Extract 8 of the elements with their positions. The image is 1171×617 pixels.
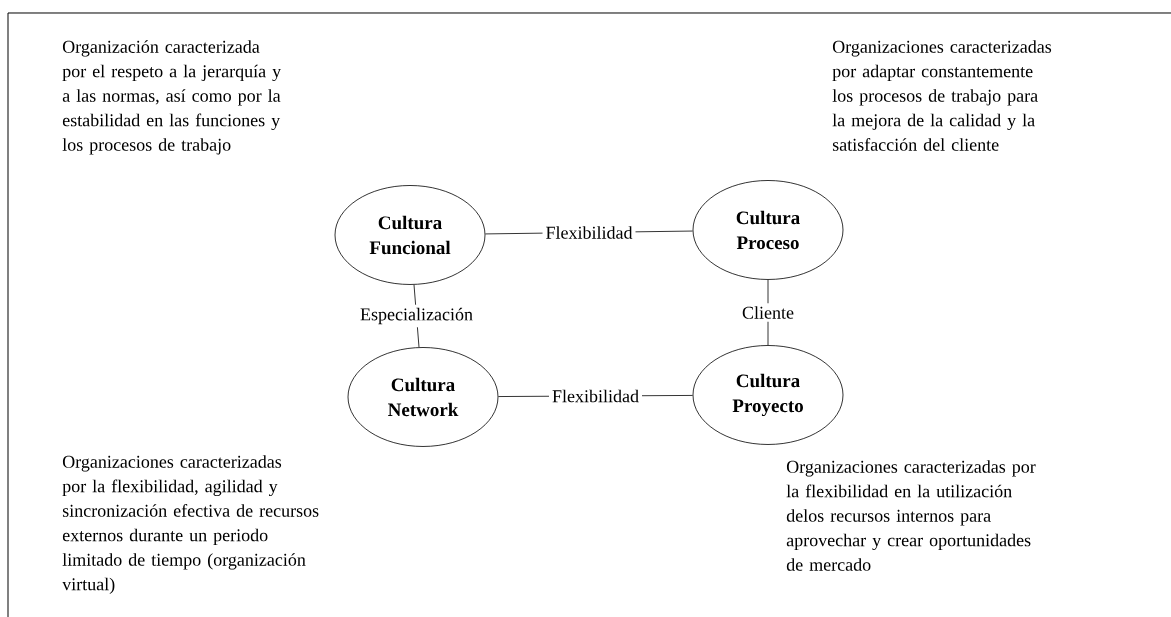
description-text: Organizaciones caracterizadas por adaptar constantemente los procesos de trabajo para la mejora de la calidad y la satisfacción del cliente: [832, 40, 1052, 151]
edge-label: Especialización: [357, 304, 476, 328]
description-text: Organizaciones caracterizadas por la flexibilidad, agilidad y sincronización efectiva de recursos externos durante un periodo limitado de tiempo (organización virtual): [62, 455, 319, 594]
edge-label: Cliente: [739, 303, 797, 322]
edge-label: Flexibilidad: [549, 386, 642, 406]
description-text: Organizaciones caracterizadas por la flexibilidad en la utilización delos recursos internos para aprovechar y crear oportunidades de mercado: [786, 460, 1036, 571]
edge-label: Flexibilidad: [542, 223, 636, 242]
description-text: Organización caracterizada por el respeto a la jerarquía y a las normas, así como por la estabilidad en las funciones y los procesos de trabajo: [62, 40, 282, 155]
